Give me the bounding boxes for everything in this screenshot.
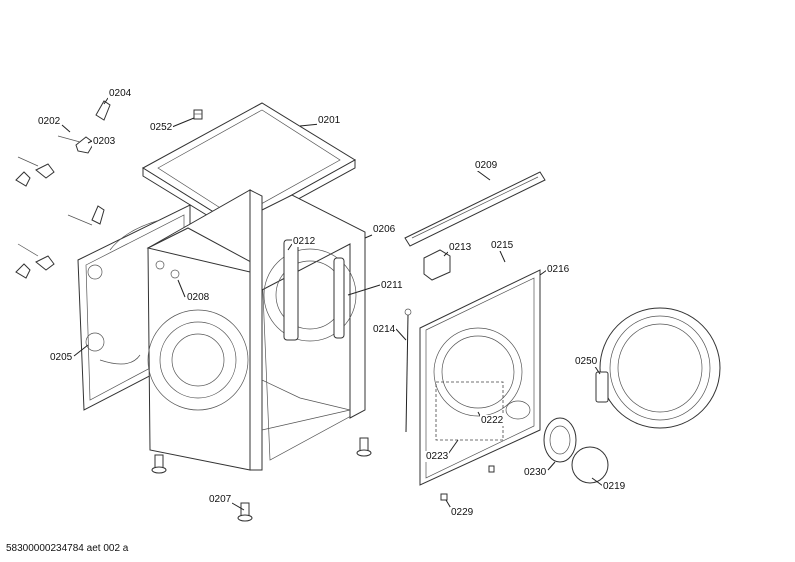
label-0209: 0209 (474, 160, 499, 171)
front-panel-part (419, 269, 541, 486)
label-0214: 0214 (372, 324, 397, 335)
cover-part (571, 446, 609, 484)
feet-part (151, 437, 372, 522)
housing-part (146, 189, 366, 471)
module-part (423, 249, 451, 281)
document-id: 58300000234784 aet 002 a (6, 543, 129, 554)
label-0204: 0204 (108, 88, 133, 99)
label-0222: 0222 (480, 415, 505, 426)
label-0206: 0206 (372, 224, 397, 235)
screw-part (440, 465, 495, 501)
label-0215: 0215 (490, 240, 515, 251)
door-part (599, 307, 721, 429)
label-0201: 0201 (317, 115, 342, 126)
door-hinge-part (595, 371, 609, 403)
ring-part (543, 417, 577, 463)
label-0202: 0202 (37, 116, 62, 127)
clip-part (193, 109, 203, 120)
label-0250: 0250 (574, 356, 599, 367)
label-0208: 0208 (186, 292, 211, 303)
label-0219: 0219 (602, 481, 627, 492)
label-0211: 0211 (380, 280, 404, 291)
hinge-part (283, 239, 345, 341)
label-0216: 0216 (546, 264, 571, 275)
label-0207: 0207 (208, 494, 233, 505)
label-0213: 0213 (448, 242, 473, 253)
label-0212: 0212 (292, 236, 317, 247)
small-brackets (15, 100, 111, 279)
dashed-group (435, 381, 504, 441)
control-rail-part (404, 171, 546, 247)
label-0229: 0229 (450, 507, 475, 518)
label-0252: 0252 (149, 122, 174, 133)
label-0223: 0223 (425, 451, 450, 462)
label-0230: 0230 (523, 467, 548, 478)
label-0203: 0203 (92, 136, 117, 147)
rod-part (404, 308, 412, 433)
label-0205: 0205 (49, 352, 74, 363)
